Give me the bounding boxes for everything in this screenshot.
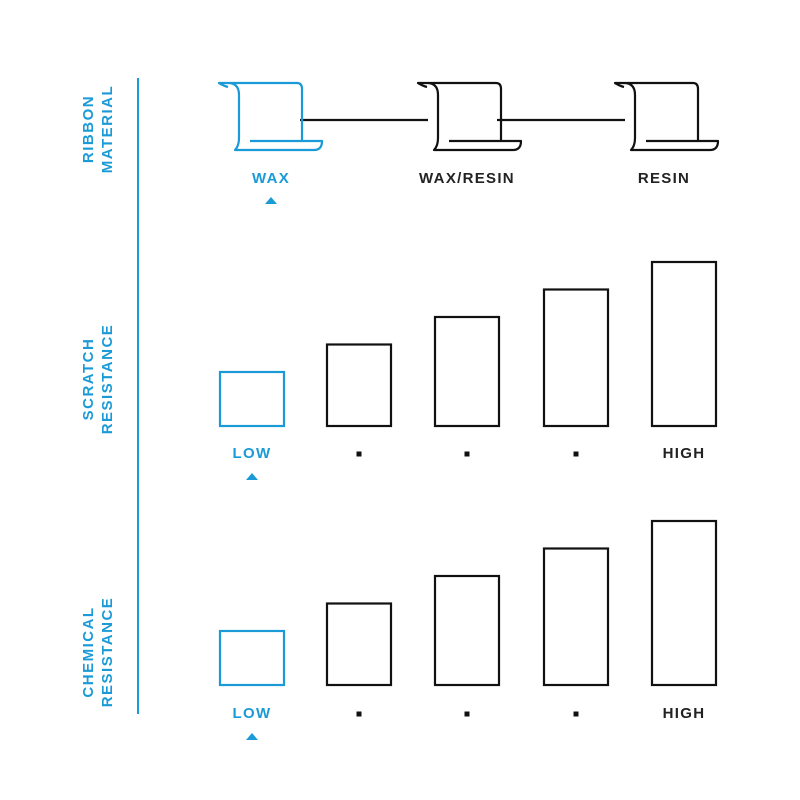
chemical-level-bar: [325, 602, 393, 687]
scale-dot: [573, 451, 579, 457]
ribbon-roll-icon: [613, 81, 720, 152]
scratch-level-bar: [325, 343, 393, 428]
scratch-level-bar: [433, 315, 501, 428]
ribbon-roll-icon: [416, 81, 523, 152]
ribbon-option-resin: RESIN: [637, 170, 691, 187]
chemical-label-low: LOW: [232, 705, 272, 722]
scratch-label-low: LOW: [232, 445, 272, 462]
scratch-resistance-bars: [218, 260, 718, 428]
selected-marker-icon: [246, 733, 258, 740]
chemical-level-bar: [650, 519, 718, 687]
chemical-level-bar: [218, 629, 286, 687]
vertical-divider: [137, 78, 139, 714]
selected-marker-icon: [246, 473, 258, 480]
chemical-level-bar: [542, 547, 610, 687]
scratch-level-bar: [542, 288, 610, 428]
ribbon-option-wax: WAX: [251, 170, 291, 187]
scale-dot: [356, 451, 362, 457]
chemical-level-bar: [433, 574, 501, 687]
scratch-label-high: HIGH: [662, 445, 706, 462]
scratch-level-bar: [650, 260, 718, 428]
chemical-resistance-bars: [218, 519, 718, 687]
scale-dot: [464, 451, 470, 457]
chemical-label-high: HIGH: [662, 705, 706, 722]
ribbon-roll-icon: [217, 81, 324, 152]
scale-dot: [356, 711, 362, 717]
selected-marker-icon: [265, 197, 277, 204]
scale-dot: [464, 711, 470, 717]
ribbon-option-wax-resin: WAX/RESIN: [419, 170, 515, 187]
scratch-level-bar: [218, 370, 286, 428]
scale-dot: [573, 711, 579, 717]
